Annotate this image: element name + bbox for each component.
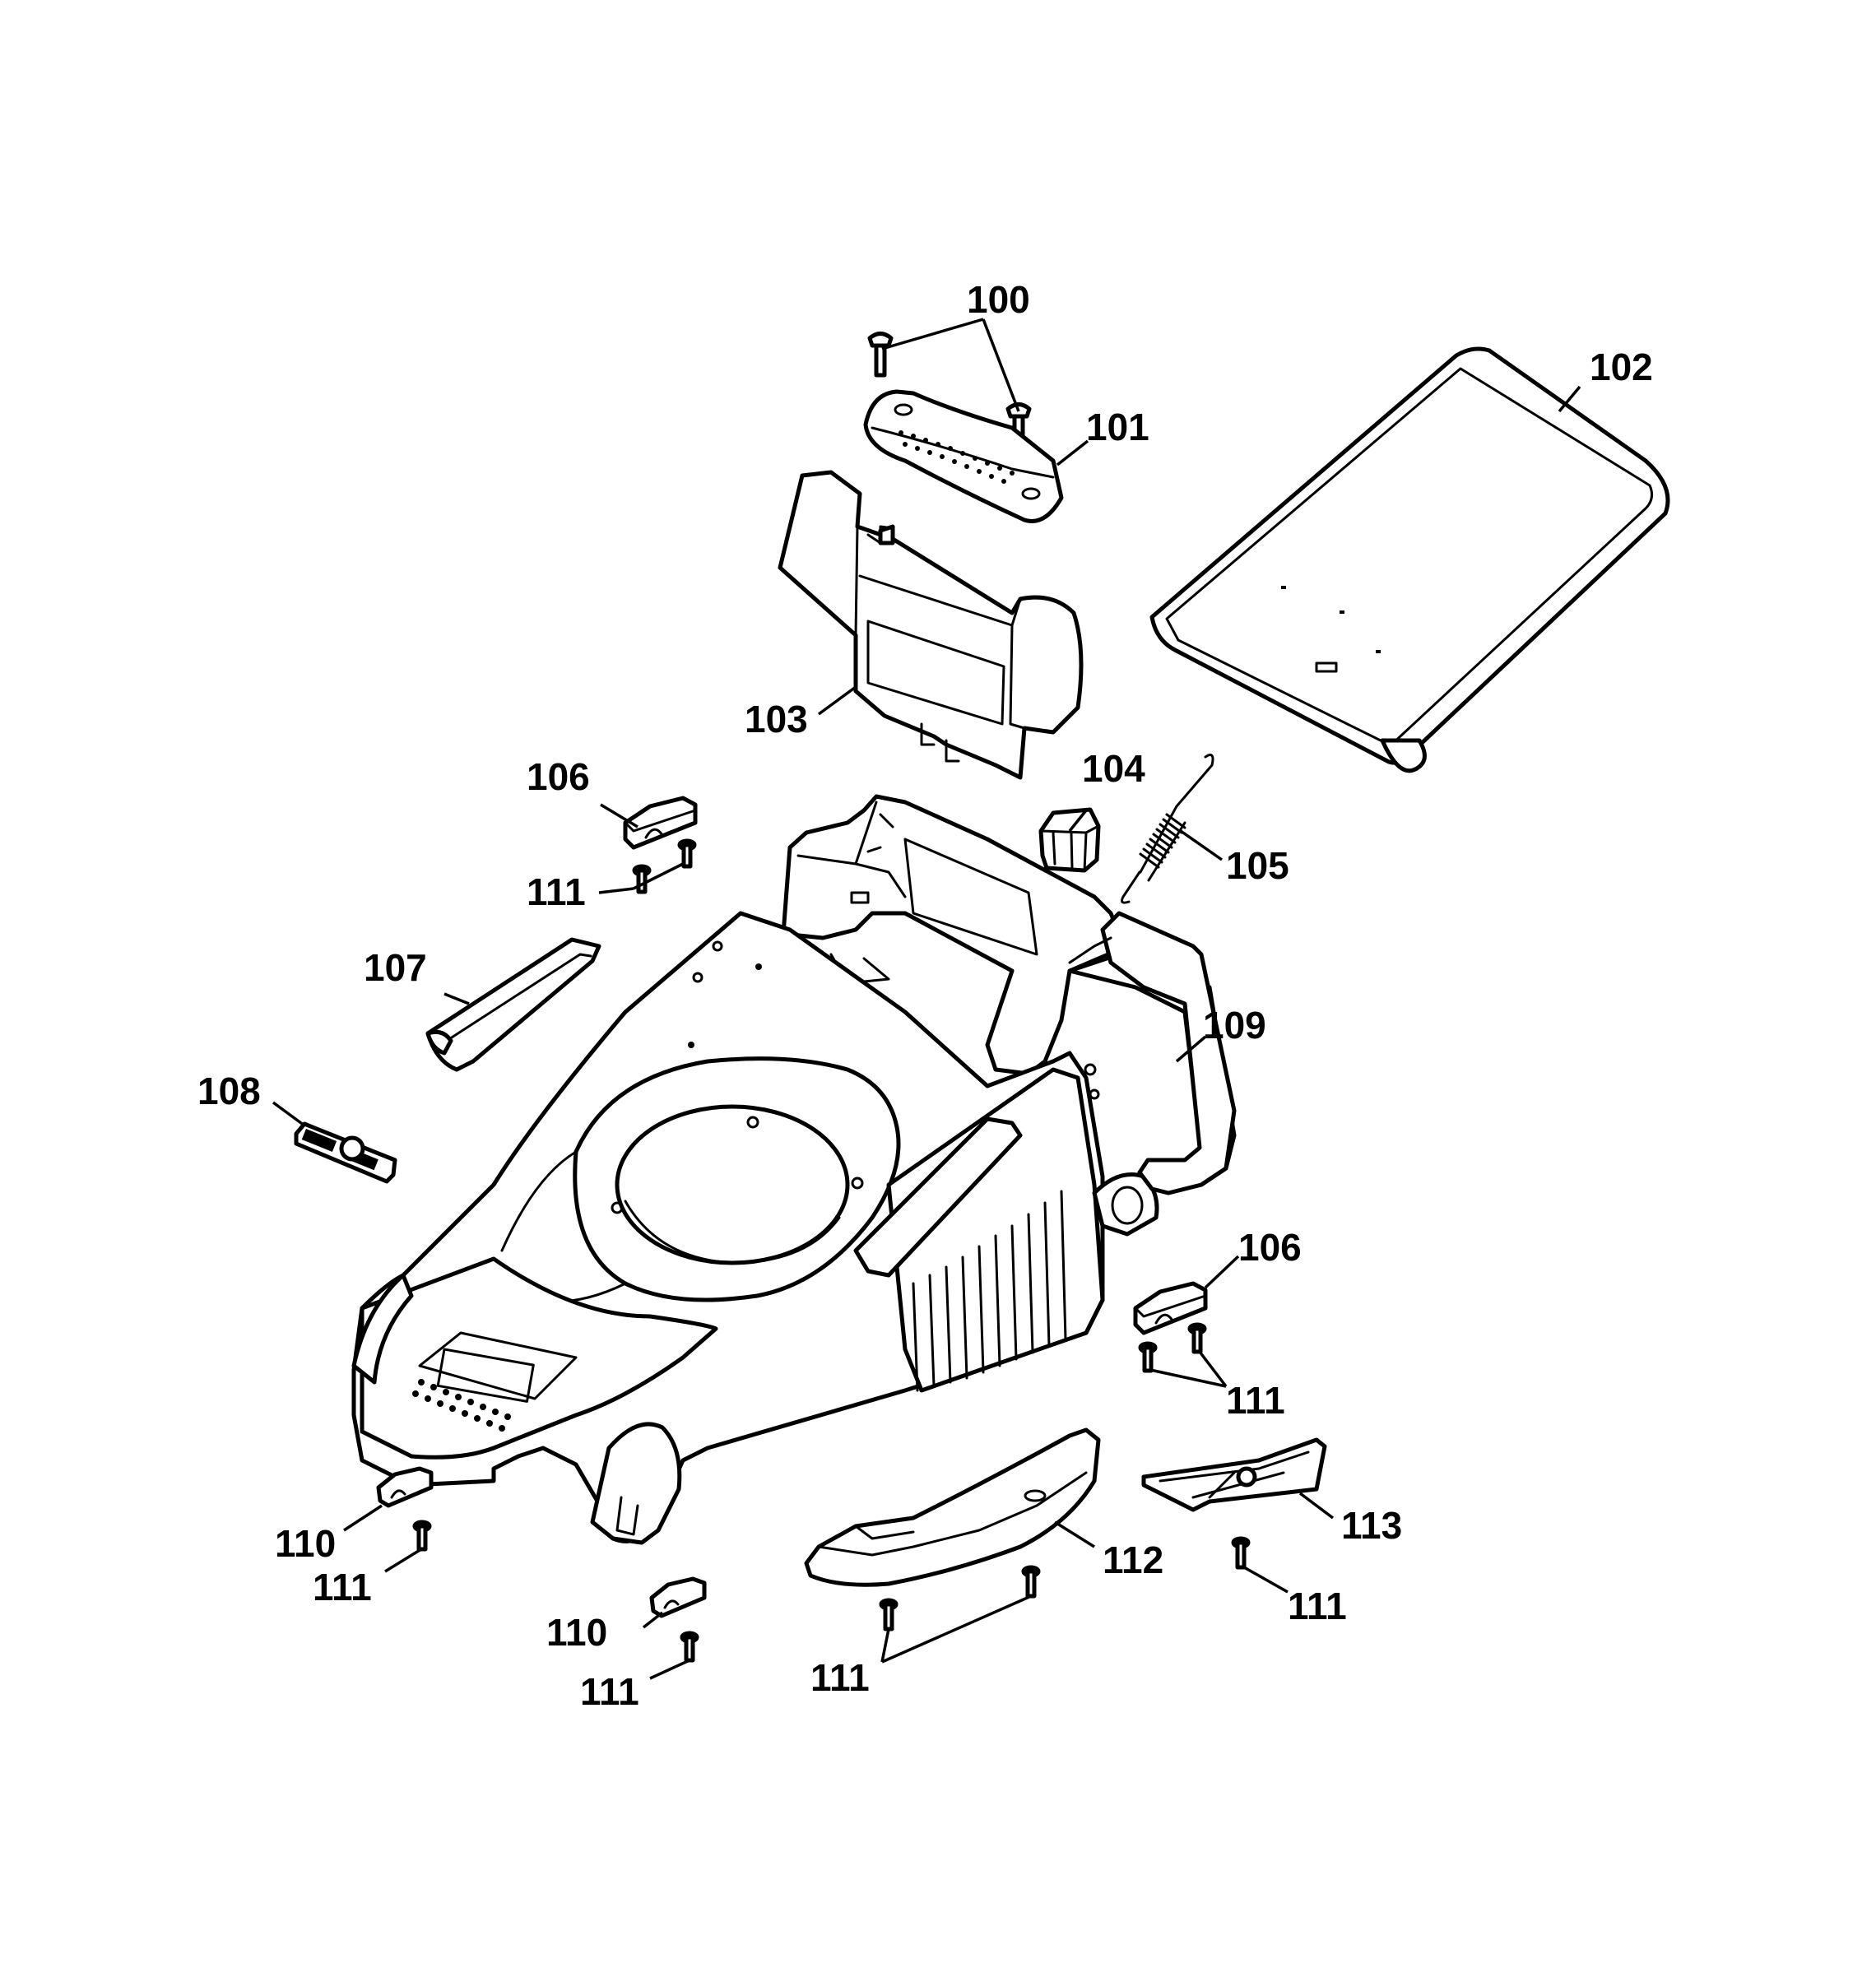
- part-110-clips: [376, 1466, 707, 1618]
- part-111-screws-upper: [632, 838, 697, 894]
- main-deck-housing: [351, 794, 1237, 1545]
- part-105-spring: [1121, 754, 1214, 904]
- callout-103: 103: [745, 698, 808, 740]
- callout-102: 102: [1590, 346, 1653, 388]
- part-113-flap: [1141, 1437, 1327, 1512]
- side-grille-slots: [912, 1190, 1067, 1392]
- callout-111-flap: 111: [1288, 1585, 1347, 1627]
- part-102-lid: [1149, 346, 1670, 773]
- callout-113: 113: [1341, 1504, 1402, 1547]
- callout-106-lower: 106: [1238, 1226, 1302, 1269]
- leader-lines: [272, 318, 1581, 1680]
- part-109-rear-flap: [1068, 911, 1237, 1195]
- callout-109: 109: [1203, 1004, 1266, 1047]
- callout-111-upper: 111: [527, 870, 586, 913]
- callout-111-right: 111: [1226, 1379, 1285, 1422]
- callout-106-upper: 106: [527, 755, 590, 798]
- front-vent-dots: [412, 1379, 511, 1432]
- handle-cap-dots: [899, 430, 1015, 484]
- callout-108: 108: [197, 1070, 261, 1112]
- callout-101: 101: [1086, 406, 1149, 448]
- callout-100: 100: [967, 278, 1030, 321]
- part-101-handle-cap: [863, 389, 1064, 523]
- callout-112: 112: [1103, 1539, 1163, 1581]
- part-104-bracket: [1038, 807, 1101, 873]
- callout-111-left: 111: [313, 1566, 372, 1608]
- part-111-screws-lower-right: [1138, 1322, 1207, 1373]
- part-106-upper-clip: [623, 796, 698, 850]
- spring-coils: [1139, 805, 1186, 882]
- callout-107: 107: [364, 946, 427, 989]
- part-107-cover-strip: [425, 937, 601, 1072]
- callout-labels: 100 101 102 103 104 105 106 106 107 108 …: [197, 278, 1653, 1713]
- callout-111-center: 111: [580, 1670, 639, 1713]
- callout-104: 104: [1082, 747, 1145, 790]
- part-111-screws-lower: [412, 1520, 1251, 1663]
- part-108-label-plate: [294, 1121, 397, 1184]
- callout-110-left: 110: [275, 1522, 336, 1565]
- callout-111-deflector: 111: [810, 1656, 870, 1699]
- part-103-rear-support: [778, 470, 1084, 780]
- callout-105: 105: [1226, 844, 1289, 887]
- part-106-lower-clip: [1133, 1281, 1208, 1335]
- part-112-deflector: [804, 1427, 1101, 1587]
- callout-110-center: 110: [546, 1611, 607, 1654]
